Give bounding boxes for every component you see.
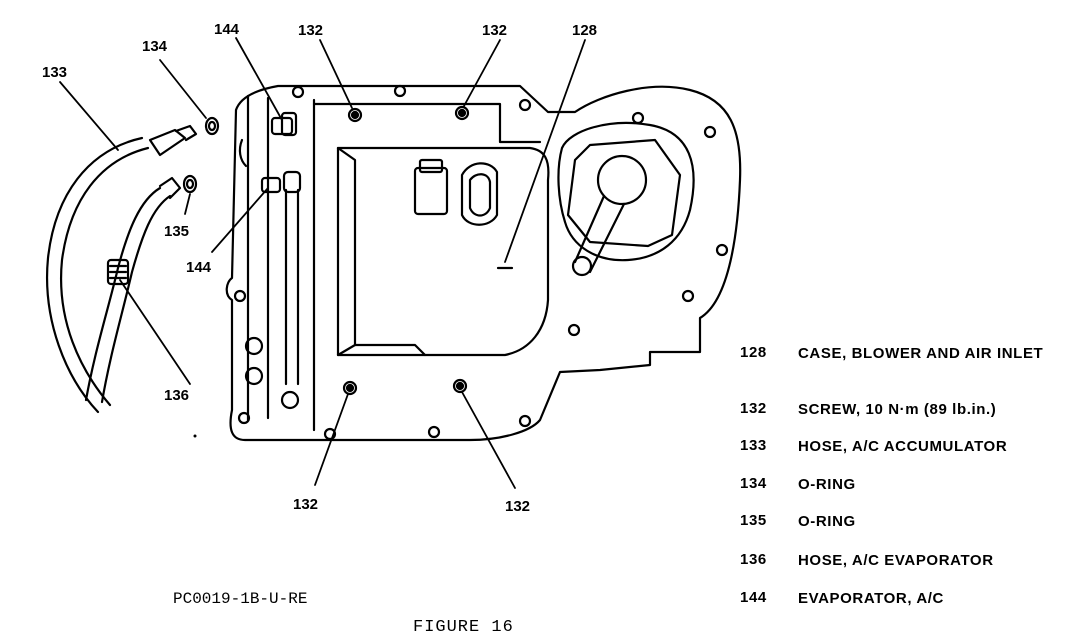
screw-132-top-left [347,107,363,123]
callout-132-bottom-left: 132 [293,496,318,513]
o-ring-134 [204,116,220,136]
legend-number: 134 [740,475,767,492]
callout-144-top: 144 [214,21,240,38]
screw-132-bottom-right [452,378,468,394]
callout-134: 134 [142,38,168,55]
accumulator-hose [46,124,198,414]
legend-description: SCREW, 10 N·m (89 lb.in.) [798,401,997,418]
callout-135: 135 [164,223,189,240]
blower-case [225,84,742,442]
legend-description: O-RING [798,476,856,493]
callout-144-mid: 144 [186,259,212,276]
legend-number: 144 [740,589,767,606]
evaporator-hose [84,176,182,404]
legend-description: HOSE, A/C ACCUMULATOR [798,438,1008,455]
legend-description: EVAPORATOR, A/C [798,590,944,607]
screw-132-bottom-left [342,380,358,396]
figure-caption: FIGURE 16 [413,618,514,637]
image-code: PC0019-1B-U-RE [173,590,308,608]
legend-number: 132 [740,400,767,417]
callout-132-top-right: 132 [482,22,507,39]
callout-133: 133 [42,64,67,81]
legend-description: O-RING [798,513,856,530]
callout-136: 136 [164,387,189,404]
screw-132-top-right [454,105,470,121]
leader-lines [59,37,586,489]
legend-number: 128 [740,344,767,361]
legend-number: 135 [740,512,767,529]
legend-number: 136 [740,551,767,568]
o-ring-135 [182,174,198,194]
callout-132-top-left: 132 [298,22,323,39]
legend-description: HOSE, A/C EVAPORATOR [798,552,994,569]
callout-128: 128 [572,22,597,39]
callout-132-bottom-right: 132 [505,498,530,515]
legend-description: CASE, BLOWER AND AIR INLET [798,345,1044,362]
legend-number: 133 [740,437,767,454]
